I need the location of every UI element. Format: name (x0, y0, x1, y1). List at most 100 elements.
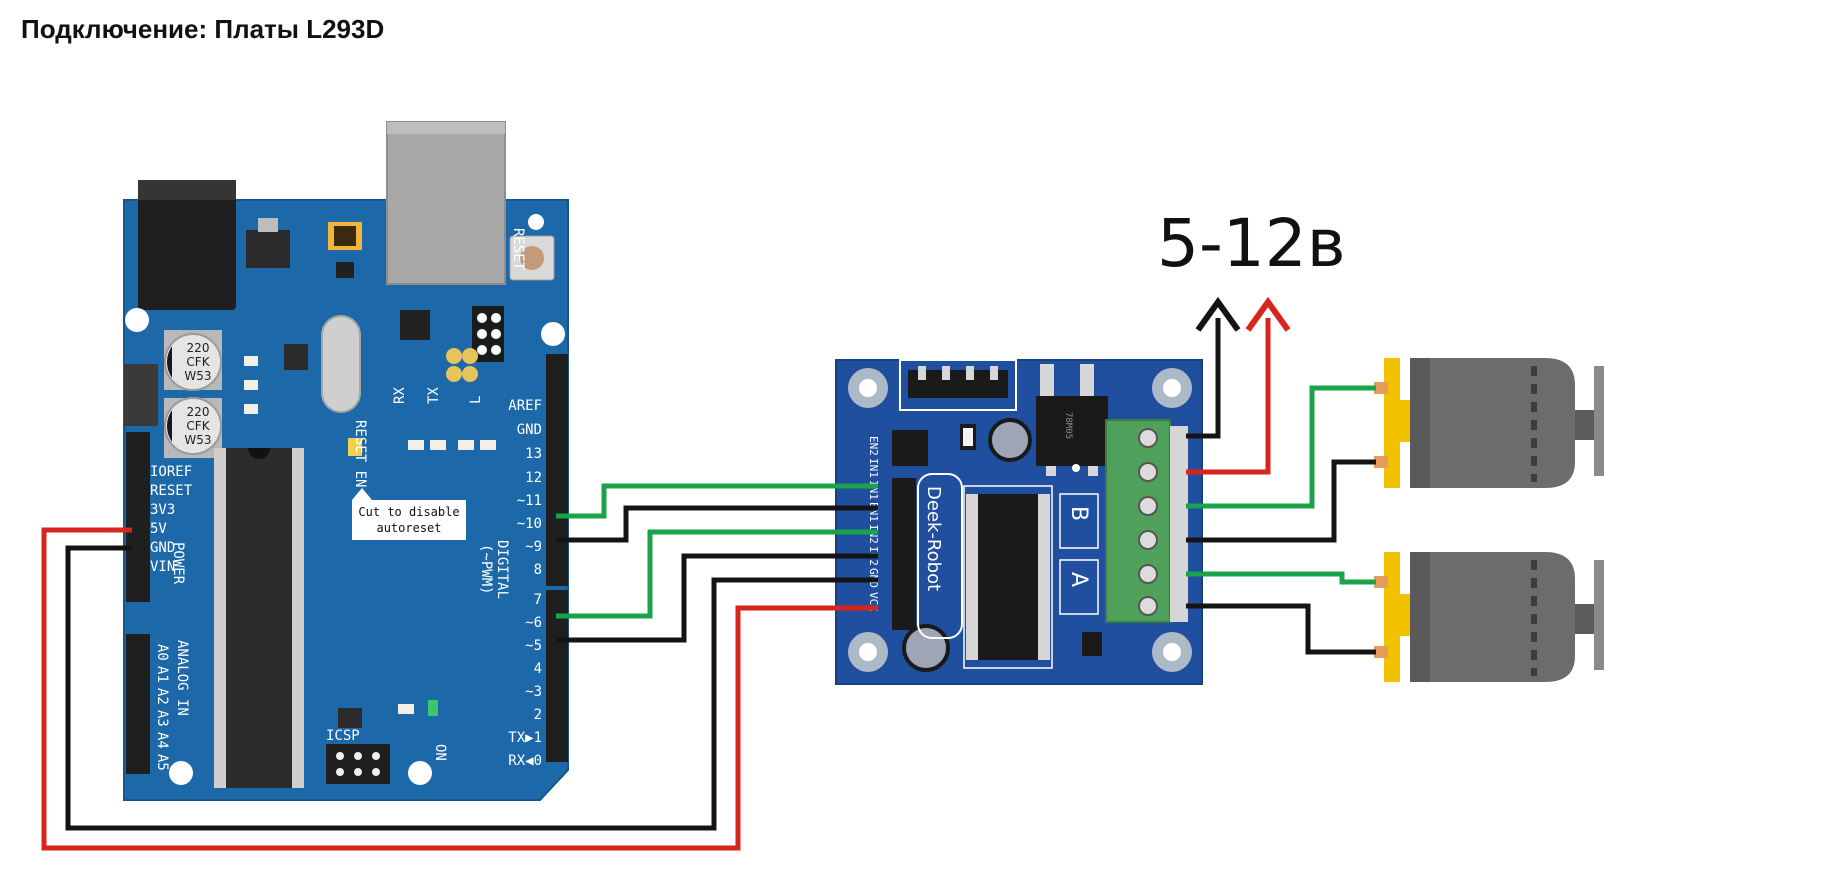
wire-black-supply (1186, 318, 1221, 439)
analog-header (126, 634, 150, 774)
power-section-label: POWER (170, 542, 186, 585)
digital-pin-label: AREF (508, 398, 542, 414)
power-header (126, 432, 150, 602)
power-pin-label: VIN (150, 559, 175, 575)
digital-header-bottom (546, 590, 568, 762)
mounting-hole (528, 214, 544, 230)
digital-pin-label: RX◀0 (508, 753, 542, 769)
ioref-hint: RESET EN (352, 420, 368, 487)
power-pin-label: 5V (150, 521, 167, 537)
driver-pin-label: IN1 (867, 480, 880, 500)
analog-pin-label: A1 (154, 666, 170, 683)
l293d-chip (963, 485, 1053, 669)
digital-pin-label: 7 (534, 592, 542, 608)
digital-pin-label: 13 (525, 446, 542, 462)
mounting-hole (541, 322, 565, 346)
svg-text:220: 220 (187, 341, 210, 355)
digital-pin-label: 4 (534, 661, 542, 677)
power-jack (138, 180, 236, 310)
analog-pin-label: A2 (154, 688, 170, 705)
wires (41, 318, 1376, 851)
svg-text:autoreset: autoreset (376, 521, 441, 535)
wire-black-gnd (65, 545, 878, 831)
svg-text:W53: W53 (184, 433, 211, 447)
mounting-hole (408, 761, 432, 785)
driver-brand: Deek-Robot (923, 486, 944, 591)
wire-black-motor2 (1186, 603, 1376, 655)
mounting-hole (169, 761, 193, 785)
analog-pin-label: A5 (154, 754, 170, 771)
atmega-chip (214, 448, 304, 788)
arrow-up-icon (1195, 296, 1241, 332)
motor-1 (1374, 358, 1604, 488)
driver-input-header (892, 478, 916, 630)
analog-pin-label: A0 (154, 644, 170, 661)
power-pin-label: GND (150, 540, 175, 556)
regulator: 78M05 (1036, 364, 1108, 476)
digital-pin-label: ~5 (525, 638, 542, 654)
capacitor-2: 220 CFK W53 (164, 397, 222, 458)
power-pin-label: 3V3 (150, 502, 175, 518)
analog-pin-label: A3 (154, 710, 170, 727)
rx-label: RX (392, 387, 408, 404)
icsp-label: ICSP (326, 728, 360, 744)
analog-pin-label: A4 (154, 732, 170, 749)
power-pin-label: IOREF (150, 464, 192, 480)
svg-text:CFK: CFK (186, 355, 210, 369)
digital-pin-label: TX▶1 (508, 730, 542, 746)
usb-connector (386, 121, 506, 285)
wire-green-d6 (556, 529, 878, 619)
digital-pin-label: ~11 (517, 493, 542, 509)
wire-black-d5 (556, 553, 878, 643)
channel-a-label: A (1066, 572, 1091, 587)
supply-indicator: 5-12в (1157, 205, 1346, 332)
driver-pin-label: IN1 (867, 458, 880, 478)
wire-red-supply (1186, 318, 1271, 475)
reset-label: RESET (510, 228, 526, 271)
autoreset-note: Cut to disable autoreset (352, 488, 466, 540)
svg-text:CFK: CFK (186, 419, 210, 433)
l-label: L (468, 396, 484, 404)
pwm-label: (~PWM) (478, 544, 494, 595)
svg-text:78M05: 78M05 (1063, 412, 1073, 439)
digital-section-label: DIGITAL (494, 540, 510, 599)
digital-pin-label: ~6 (525, 615, 542, 631)
capacitor (902, 624, 950, 672)
digital-pin-label: ~3 (525, 684, 542, 700)
wire-green-motor1 (1186, 385, 1376, 509)
crystal (321, 315, 361, 413)
capacitor-1: 220 CFK W53 (164, 330, 222, 391)
on-label: ON (432, 744, 448, 761)
digital-pin-label: ~9 (525, 539, 542, 555)
page-title: Подключение: Платы L293D (21, 14, 385, 44)
analog-section-label: ANALOG IN (174, 640, 190, 716)
l293d-driver-board: 78M05 EN2 IN1 IN1 EN1 IN2 IN2 GND VCC De… (835, 359, 1203, 685)
channel-b-label: B (1066, 506, 1091, 521)
screw-terminal (1105, 419, 1188, 623)
digital-pin-label: 2 (534, 707, 542, 723)
driver-pin-label: EN2 (867, 436, 880, 456)
capacitor (988, 418, 1032, 462)
wire-black-d9 (556, 505, 878, 543)
digital-pin-label: 8 (534, 562, 542, 578)
wire-green-d10 (556, 483, 878, 519)
arrow-up-icon (1245, 296, 1291, 332)
driver-pin-label: EN1 (867, 502, 880, 522)
svg-text:W53: W53 (184, 369, 211, 383)
digital-header-top (546, 354, 568, 586)
svg-text:Cut to disable: Cut to disable (358, 505, 459, 519)
wire-black-motor1 (1186, 459, 1376, 543)
svg-text:220: 220 (187, 405, 210, 419)
mounting-hole (125, 308, 149, 332)
digital-pin-label: ~10 (517, 516, 542, 532)
arduino-board: RESET RX TX L RESET EN (123, 121, 569, 801)
motor-2 (1374, 552, 1604, 682)
power-pin-label: RESET (150, 483, 193, 499)
icsp-header (326, 744, 390, 784)
wire-red-5v (41, 527, 878, 851)
supply-voltage-label: 5-12в (1157, 205, 1346, 282)
digital-pin-label: 12 (525, 470, 542, 486)
wire-green-motor2 (1186, 571, 1376, 585)
tx-label: TX (426, 387, 442, 404)
